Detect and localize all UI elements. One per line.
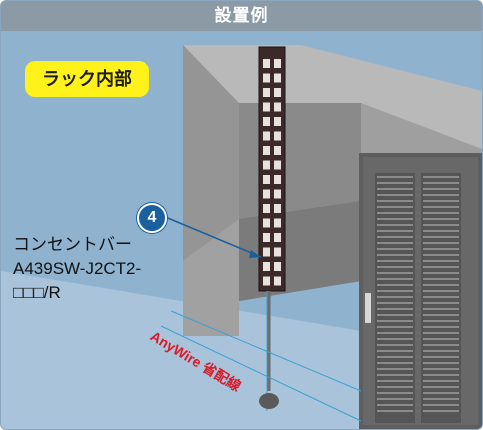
socket-outlet (263, 233, 270, 242)
socket-outlet (274, 160, 281, 170)
socket-outlet (274, 117, 281, 126)
socket-outlet (263, 117, 270, 126)
socket-outlet (274, 59, 281, 68)
socket-outlet (274, 131, 281, 141)
socket-outlet (274, 218, 281, 228)
socket-outlet (263, 204, 270, 213)
rack-right-wall (361, 103, 482, 166)
socket-outlet (274, 88, 281, 97)
callout-number: 4 (137, 203, 167, 233)
wire-line-2 (170, 310, 362, 392)
rack-top (183, 45, 482, 149)
socket-outlet (263, 73, 270, 83)
socket-outlet (263, 175, 270, 184)
wire-line-1 (160, 325, 362, 422)
socket-outlet (263, 131, 270, 141)
power-strip (259, 47, 285, 291)
door-handle (365, 293, 371, 323)
socket-outlet (263, 102, 270, 112)
socket-outlet (274, 262, 281, 271)
socket-outlet (274, 204, 281, 213)
header-title: 設置例 (1, 1, 482, 31)
socket-outlet (274, 276, 281, 286)
socket-outlet (263, 247, 270, 257)
rack-scene (1, 45, 482, 429)
socket-outlet (263, 189, 270, 199)
socket-outlet (274, 247, 281, 257)
socket-outlet (274, 189, 281, 199)
rack-interior-label: ラック内部 (25, 61, 149, 97)
product-model-line1: A439SW-J2CT2- (13, 259, 142, 278)
product-model-line2: □□□/R (13, 283, 61, 302)
socket-outlet (274, 73, 281, 83)
socket-outlet (274, 233, 281, 242)
socket-outlet (274, 175, 281, 184)
socket-outlet (263, 262, 270, 271)
socket-outlet (263, 88, 270, 97)
socket-outlet (263, 276, 270, 286)
product-name: コンセントバー (13, 235, 132, 254)
callout-leader (162, 215, 262, 258)
socket-outlet (263, 218, 270, 228)
socket-outlet (274, 146, 281, 155)
socket-outlet (274, 102, 281, 112)
socket-outlet (263, 160, 270, 170)
cable-plug (259, 393, 279, 409)
product-label: コンセントバー A439SW-J2CT2- □□□/R (13, 233, 188, 305)
rack-shelf (183, 219, 239, 336)
socket-outlet (263, 146, 270, 155)
socket-outlet (263, 59, 270, 68)
